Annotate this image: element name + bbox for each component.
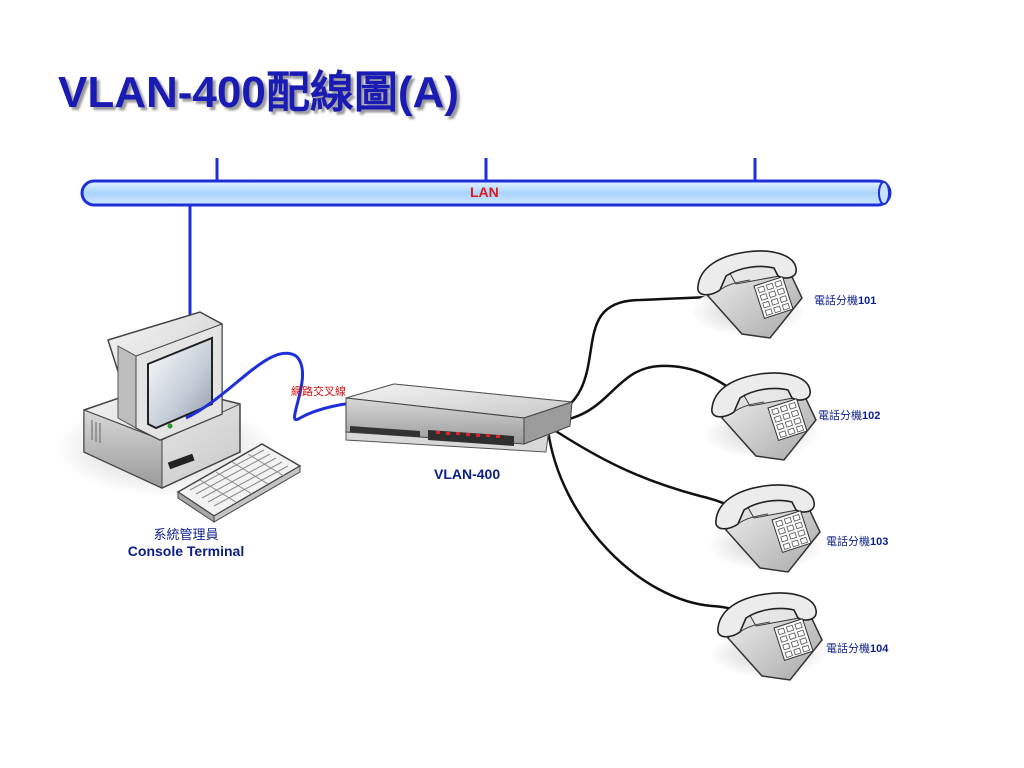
console-computer-icon: [55, 311, 302, 523]
telephone-104-icon: [709, 592, 827, 681]
lan-bus: [80, 158, 892, 322]
phone-cables: [546, 294, 775, 632]
console-label-cn: 系統管理員: [153, 528, 219, 543]
extension-104-label: 電話分機104: [826, 642, 889, 655]
extension-103-label: 電話分機103: [826, 535, 889, 548]
extension-101-label: 電話分機101: [814, 294, 877, 307]
telephone-101-icon: [689, 250, 807, 339]
console-label-en: Console Terminal: [127, 543, 245, 559]
extension-102-label: 電話分機102: [818, 409, 881, 422]
crossover-cable-label: 網路交叉線: [291, 385, 346, 398]
vlan-400-label: VLAN-400: [434, 466, 501, 482]
console-terminal-label: 系統管理員 Console Terminal: [106, 524, 266, 559]
lan-label: LAN: [470, 184, 499, 200]
vlan-400-device-icon: [345, 383, 573, 453]
crossover-cable: [185, 351, 373, 422]
telephone-102-icon: [703, 372, 821, 461]
page-title: VLAN-400配線圖(A): [58, 68, 459, 117]
telephone-103-icon: [707, 484, 825, 573]
